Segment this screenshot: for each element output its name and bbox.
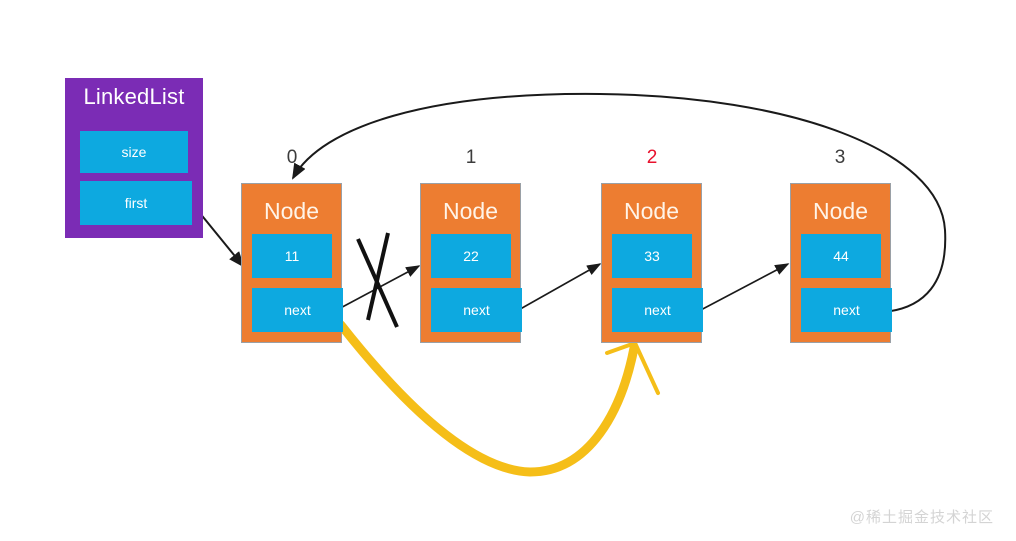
linkedlist-field-size: size <box>80 131 188 173</box>
node-title-0: Node <box>264 198 319 224</box>
node-value-1-text: 22 <box>463 248 479 264</box>
node-next-2-text: next <box>644 302 671 318</box>
index-label-2: 2 <box>646 147 658 168</box>
linkedlist-box: LinkedList size first <box>65 78 203 238</box>
linkedlist-field-first: first <box>80 181 192 225</box>
node-next-2: next <box>612 288 703 332</box>
node-title-2: Node <box>624 198 679 224</box>
arrow-new-link-node0-to-node2 <box>336 320 639 477</box>
node-value-2: 33 <box>612 234 692 278</box>
arrow-node1-to-node2 <box>514 263 602 313</box>
node-next-1-text: next <box>463 302 490 318</box>
node-title-1: Node <box>443 198 498 224</box>
linkedlist-field-first-label: first <box>124 195 148 211</box>
node-value-2-text: 33 <box>644 248 660 264</box>
node-value-3-text: 44 <box>833 248 849 264</box>
node-next-3-text: next <box>833 302 860 318</box>
node-value-0: 11 <box>252 234 332 278</box>
node-next-3: next <box>801 288 892 332</box>
linkedlist-field-size-label: size <box>121 144 147 160</box>
arrow-node2-to-node3 <box>696 263 790 313</box>
arrow-new-link-head <box>605 341 660 395</box>
node-next-0: next <box>252 288 343 332</box>
node-title-3: Node <box>813 198 868 224</box>
node-box-3: Node 44 next <box>790 183 892 343</box>
watermark: @稀土掘金技术社区 <box>849 509 994 526</box>
linkedlist-title: LinkedList <box>83 84 185 109</box>
index-label-1: 1 <box>465 147 477 168</box>
node-box-1: Node 22 next <box>420 183 522 343</box>
node-next-0-text: next <box>284 302 311 318</box>
node-box-0: Node 11 next <box>241 183 343 343</box>
node-value-3: 44 <box>801 234 881 278</box>
node-box-2: Node 33 next <box>601 183 703 343</box>
index-label-3: 3 <box>834 147 846 168</box>
node-value-1: 22 <box>431 234 511 278</box>
node-value-0-text: 11 <box>284 248 300 264</box>
arrow-first-to-node0 <box>198 211 245 268</box>
cross-out-mark <box>356 232 399 328</box>
node-next-1: next <box>431 288 522 332</box>
index-label-0: 0 <box>286 147 298 168</box>
arrow-node3-to-node0-loop <box>292 92 947 313</box>
